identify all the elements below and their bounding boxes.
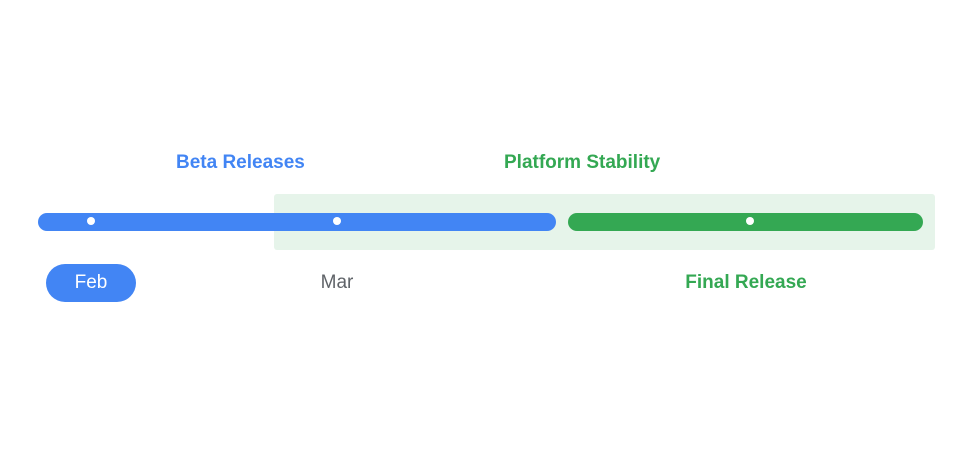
feb-milestone-pill: Feb	[46, 264, 136, 302]
final-release-bar	[568, 213, 923, 231]
feb-milestone-dot	[87, 217, 95, 225]
final-release-milestone-dot	[746, 217, 754, 225]
platform-stability-label: Platform Stability	[504, 152, 661, 173]
beta-releases-label: Beta Releases	[176, 152, 305, 173]
mar-milestone-dot	[333, 217, 341, 225]
mar-milestone-label: Mar	[320, 272, 354, 293]
beta-releases-bar	[38, 213, 556, 231]
final-release-milestone-label: Final Release	[685, 272, 807, 293]
